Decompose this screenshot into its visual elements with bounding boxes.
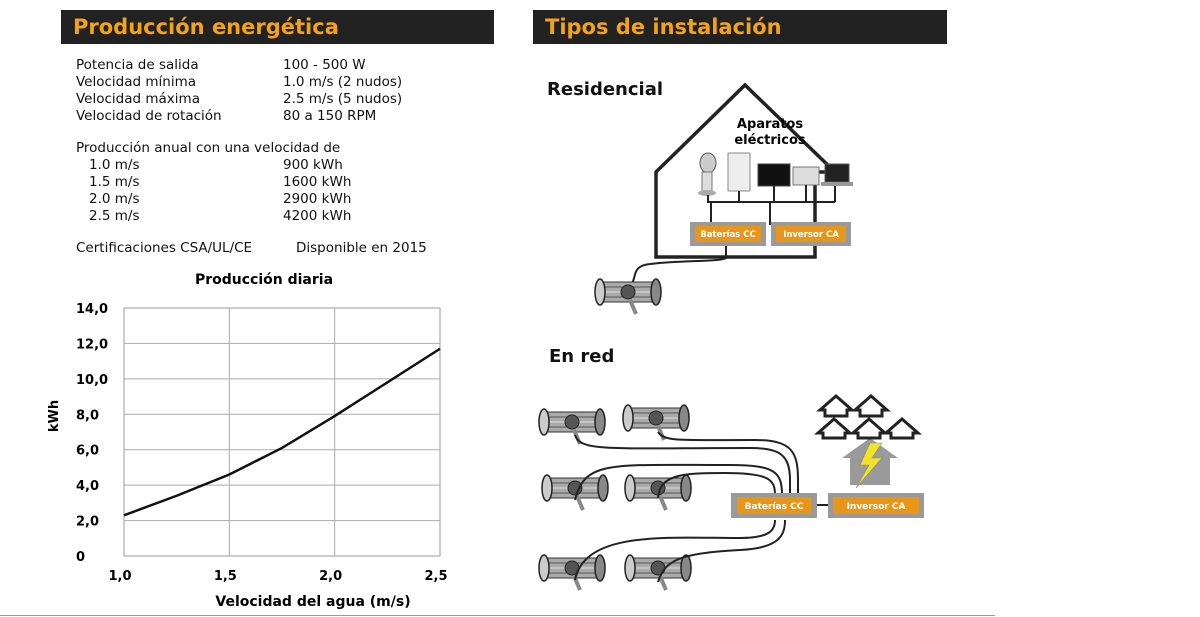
y-tick-label: 8,0 — [76, 408, 99, 423]
y-tick-label: 12,0 — [76, 337, 108, 352]
spec-label: Velocidad de rotación — [76, 108, 222, 124]
turbine-icon — [537, 553, 607, 592]
appliances-label: Aparatos — [737, 117, 803, 132]
annual-value: 1600 kWh — [283, 174, 352, 190]
fan-icon — [698, 152, 717, 196]
appliance-wiring — [707, 185, 836, 225]
spec-label: Velocidad mínima — [76, 74, 197, 90]
specs-block: Potencia de salida 100 - 500 W Velocidad… — [76, 57, 476, 127]
inverter-label: Inversor CA — [783, 230, 839, 240]
annual-speed: 2.0 m/s — [89, 191, 140, 207]
production-header: Producción energética — [61, 10, 494, 44]
chart-title: Producción diaria — [195, 272, 333, 288]
y-tick-label: 0 — [76, 550, 85, 565]
grid-inverter-label: Inversor CA — [847, 502, 906, 512]
houses-icon — [814, 394, 922, 440]
chart-x-label: Velocidad del agua (m/s) — [215, 594, 410, 610]
appliance-icons — [698, 152, 853, 196]
annual-speed: 2.5 m/s — [89, 208, 140, 224]
battery-label: Baterías CC — [700, 230, 755, 240]
spec-value: 2.5 m/s (5 nudos) — [283, 91, 403, 107]
annual-block: Producción anual con una velocidad de 1.… — [76, 140, 476, 230]
annual-value: 2900 kWh — [283, 191, 352, 207]
microwave-icon — [792, 166, 820, 186]
turbine-icon — [593, 277, 663, 316]
cert-row: Certificaciones CSA/UL/CE Disponible en … — [76, 240, 476, 258]
turbine-icon — [621, 403, 691, 442]
lightning-icon — [855, 442, 883, 489]
y-tick-label: 2,0 — [76, 515, 99, 530]
annual-value: 4200 kWh — [283, 208, 352, 224]
spec-value: 1.0 m/s (2 nudos) — [283, 74, 403, 90]
grid-title: En red — [549, 346, 615, 367]
grid-battery-label: Baterías CC — [745, 502, 804, 512]
annual-value: 900 kWh — [283, 157, 343, 173]
grid-cables — [574, 431, 799, 583]
chart-line — [123, 347, 441, 517]
spec-value: 100 - 500 W — [283, 57, 366, 73]
certifications: Certificaciones CSA/UL/CE — [76, 240, 253, 256]
plot-area — [123, 307, 441, 557]
turbine-icon — [540, 473, 610, 512]
spec-value: 80 a 150 RPM — [283, 108, 377, 124]
x-tick-label: 1,0 — [108, 569, 131, 584]
fridge-icon — [727, 152, 751, 192]
installation-header: Tipos de instalación — [533, 10, 947, 44]
laptop-icon — [824, 163, 850, 183]
x-tick-label: 2,0 — [319, 569, 342, 584]
turbine-icon — [537, 407, 607, 446]
appliances-label: eléctricos — [734, 133, 806, 148]
spec-label: Velocidad máxima — [76, 91, 200, 107]
residential-cable — [629, 246, 727, 287]
residential-title: Residencial — [547, 79, 664, 100]
installation-diagram: Aparatos eléctricos Baterías CC Inversor… — [537, 82, 924, 592]
spec-label: Potencia de salida — [76, 57, 199, 73]
divider — [0, 615, 995, 616]
daily-production-chart: Producción diaria 0 2,0 4,0 6,0 8,0 10,0 12,0 1… — [47, 272, 448, 610]
annual-speed: 1.5 m/s — [89, 174, 140, 190]
y-tick-label: 4,0 — [76, 479, 99, 494]
annual-title: Producción anual con una velocidad de — [76, 140, 341, 156]
tv-icon — [757, 163, 791, 187]
y-tick-label: 10,0 — [76, 373, 108, 388]
y-tick-label: 14,0 — [76, 302, 108, 317]
x-tick-label: 2,5 — [424, 569, 447, 584]
x-tick-label: 1,5 — [214, 569, 237, 584]
turbine-icon — [623, 553, 693, 592]
y-tick-label: 6,0 — [76, 444, 99, 459]
chart-y-label: kWh — [47, 400, 62, 432]
annual-speed: 1.0 m/s — [89, 157, 140, 173]
availability: Disponible en 2015 — [296, 240, 427, 256]
